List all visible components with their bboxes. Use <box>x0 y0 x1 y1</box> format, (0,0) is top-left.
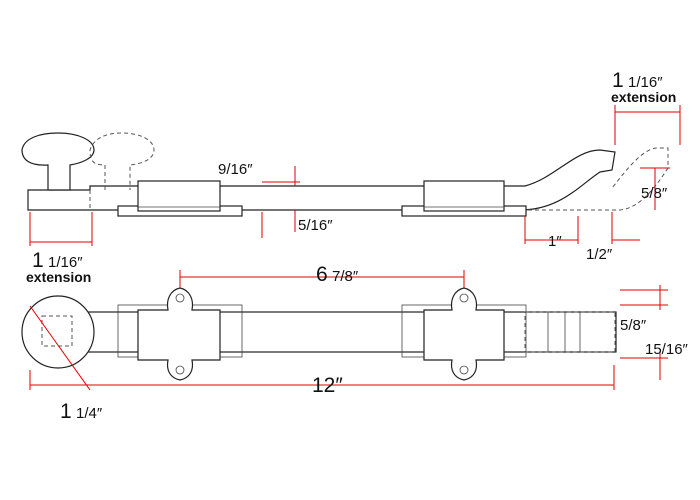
label-left-extension-whole: 1 <box>32 249 44 272</box>
top-view-right-bracket <box>423 287 505 381</box>
label-1-1-4-frac: 1/4″ <box>76 405 103 422</box>
side-view <box>21 132 669 217</box>
label-1-1-4-whole: 1 <box>60 400 72 423</box>
label-15-16: 15/16″ <box>645 341 689 358</box>
label-top-extension-whole: 1 <box>612 69 624 92</box>
label-9-16: 9/16″ <box>218 161 253 178</box>
label-12: 12″ <box>312 374 343 397</box>
top-view-knob-ghost-square <box>41 315 73 347</box>
label-left-extension-frac: 1/16″ <box>48 254 83 271</box>
label-top-extension-word: extension <box>611 89 676 105</box>
label-6-7-8-whole: 6 <box>316 263 328 286</box>
top-view-left-bracket-hole-top <box>175 293 185 303</box>
side-view-rod <box>27 149 616 211</box>
top-view-left-bracket-hole-bottom <box>175 365 185 375</box>
side-view-left-bracket <box>137 180 221 212</box>
dimension-labels: 1 1/16″ extension 9/16″ 5/16″ 5/8″ 1″ 1/… <box>26 69 689 423</box>
label-5-8-top: 5/8″ <box>641 185 668 202</box>
label-1: 1″ <box>548 233 562 250</box>
dimline-1-1-4 <box>29 305 91 391</box>
label-top-extension-frac: 1/16″ <box>628 74 663 91</box>
top-view-right-bracket-hole-top <box>459 293 469 303</box>
dimension-lines <box>29 105 681 391</box>
label-5-16: 5/16″ <box>298 217 333 234</box>
top-view-extension-ghost <box>524 311 616 353</box>
top-view <box>21 287 617 381</box>
label-5-8-bottom: 5/8″ <box>620 317 647 334</box>
top-view-knob <box>21 295 95 369</box>
side-view-knob <box>21 132 95 191</box>
label-left-extension-word: extension <box>26 269 91 285</box>
top-view-left-bracket <box>137 287 221 381</box>
top-view-right-bracket-hole-bottom <box>459 365 469 375</box>
label-6-7-8-frac: 7/8″ <box>332 268 359 285</box>
side-view-right-bracket <box>423 180 505 212</box>
label-1-2: 1/2″ <box>586 246 613 263</box>
